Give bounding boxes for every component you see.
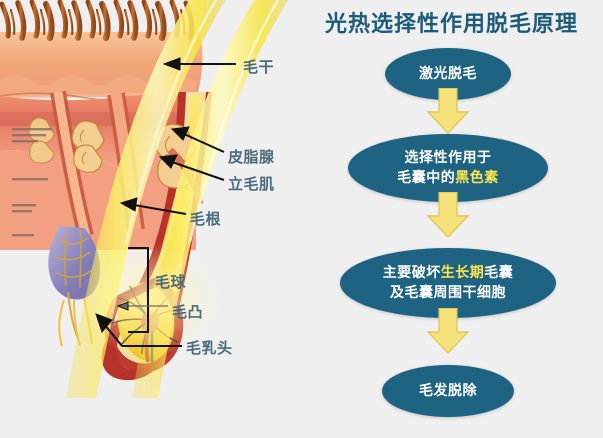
label-hair-bulb: 毛球	[155, 273, 187, 291]
flow-node-2-text: 选择性作用于毛囊中的黑色素	[389, 148, 507, 189]
flow-node-line: 激光脱毛	[419, 64, 477, 84]
flow-node-4-text: 毛发脱除	[411, 381, 485, 401]
laser-beam	[66, 0, 289, 398]
label-hair-root: 毛根	[190, 210, 222, 228]
flow-node-line: 毛囊中的黑色素	[397, 168, 499, 188]
flow-node-destroy-anagen-follicle[interactable]: 主要破坏生长期毛囊及毛囊周围干细胞	[340, 248, 556, 318]
highlighted-term: 生长期	[440, 264, 485, 281]
flow-node-hair-removed[interactable]: 毛发脱除	[382, 365, 514, 417]
node-text-segment: 选择性作用于	[404, 149, 492, 166]
node-text-segment: 毛囊中的	[397, 170, 456, 186]
leader-arrector-pili	[158, 154, 225, 181]
flow-node-line: 毛发脱除	[419, 381, 477, 401]
label-arrector-pili: 立毛肌	[228, 175, 275, 193]
page-title: 光热选择性作用脱毛原理	[324, 12, 578, 37]
down-arrow-icon	[426, 308, 470, 354]
node-text-segment: 主要破坏	[382, 264, 441, 281]
flow-node-line: 选择性作用于	[397, 148, 499, 168]
label-hair-shaft: 毛干	[243, 58, 275, 76]
leader-hair-bulb-bracket	[128, 247, 149, 333]
down-arrow-icon	[426, 88, 470, 134]
flow-node-1-text: 激光脱毛	[411, 64, 485, 84]
hair-follicle-illustration	[0, 0, 300, 400]
node-text-segment: 毛囊	[484, 264, 514, 281]
node-text-segment: 毛发脱除	[419, 382, 477, 399]
flow-node-line: 主要破坏生长期毛囊	[383, 263, 514, 283]
micro-caption-text	[12, 128, 52, 237]
leader-hair-shaft	[162, 57, 236, 71]
down-arrow-icon	[426, 192, 470, 238]
flow-node-3-text: 主要破坏生长期毛囊及毛囊周围干细胞	[375, 263, 522, 304]
label-bulge: 毛凸	[172, 303, 204, 321]
leader-hair-root	[119, 197, 187, 215]
flowchart-panel: 光热选择性作用脱毛原理 激光脱毛 选择性作用于毛囊中的黑色素 主要破坏生长期毛囊…	[300, 0, 603, 438]
leader-sebaceous-gland	[170, 126, 225, 153]
node-text-segment: 及毛囊周围干细胞	[390, 285, 506, 301]
flow-node-laser-hair-removal[interactable]: 激光脱毛	[385, 48, 511, 100]
flow-node-line: 及毛囊周围干细胞	[383, 283, 514, 303]
callout-leaders	[95, 57, 236, 347]
node-text-segment: 激光脱毛	[419, 65, 477, 82]
leader-bulge	[116, 301, 168, 311]
flow-node-selective-action-melanin[interactable]: 选择性作用于毛囊中的黑色素	[348, 134, 548, 202]
label-dermal-papilla: 毛乳头	[186, 339, 233, 357]
highlighted-term: 黑色素	[455, 170, 499, 186]
label-sebaceous-gland: 皮脂腺	[228, 148, 275, 166]
leader-dermal-papilla	[95, 313, 182, 347]
